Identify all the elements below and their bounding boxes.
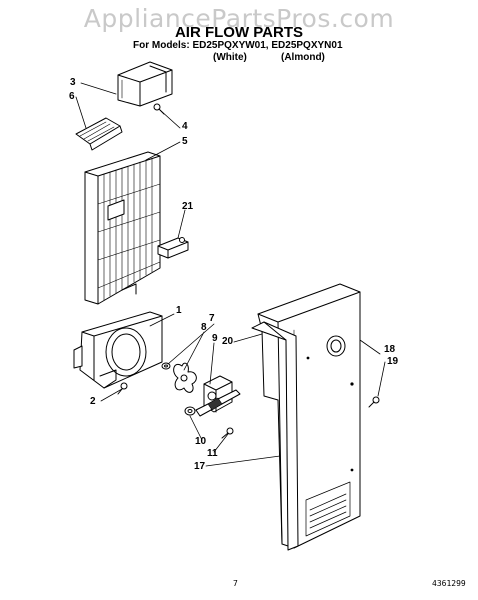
part-bracket — [158, 238, 188, 259]
callout-20: 20 — [222, 336, 234, 347]
callout-1: 1 — [176, 305, 182, 316]
models-line: For Models: ED25PQXYW01, ED25PQXYN01 — [133, 40, 343, 51]
part-fan-shroud — [74, 312, 162, 388]
part-fan-blade — [174, 363, 197, 392]
callout-19: 17 — [194, 461, 206, 472]
callout-18: 19 — [387, 356, 399, 367]
page-number: 7 — [233, 579, 238, 588]
callout-9: 7 — [209, 313, 215, 324]
variant-almond-label: (Almond) — [281, 52, 325, 63]
callout-11: 11 — [207, 448, 218, 459]
callout-10: 10 — [195, 436, 207, 447]
variant-white-label: (White) — [213, 52, 247, 63]
part-air-duct — [118, 62, 172, 106]
part-grommet — [185, 407, 195, 415]
part-rear-panel — [258, 284, 360, 548]
callout-2: 2 — [90, 396, 96, 407]
part-damper-grille — [76, 118, 122, 150]
leader-lines — [76, 83, 385, 466]
callout-4: 4 — [182, 121, 188, 132]
callout-3: 3 — [70, 77, 76, 88]
part-screw-rear — [369, 397, 379, 407]
part-screw-shroud — [118, 383, 127, 394]
document-number: 4361299 — [432, 579, 466, 588]
callout-7: 9 — [212, 333, 218, 344]
callout-5: 5 — [182, 136, 188, 147]
diagram-title: AIR FLOW PARTS — [174, 24, 304, 41]
callout-8: 8 — [201, 322, 207, 333]
callout-21: 21 — [182, 201, 194, 212]
part-fan-clip — [162, 363, 170, 369]
part-evaporator-cover — [85, 152, 160, 304]
watermark-logo: AppliancePartsPros.com — [83, 4, 395, 33]
callout-6: 6 — [69, 91, 75, 102]
part-fan-motor — [196, 376, 240, 416]
callout-17: 18 — [384, 344, 396, 355]
part-gasket — [252, 322, 298, 550]
part-screw-motor — [222, 428, 233, 438]
